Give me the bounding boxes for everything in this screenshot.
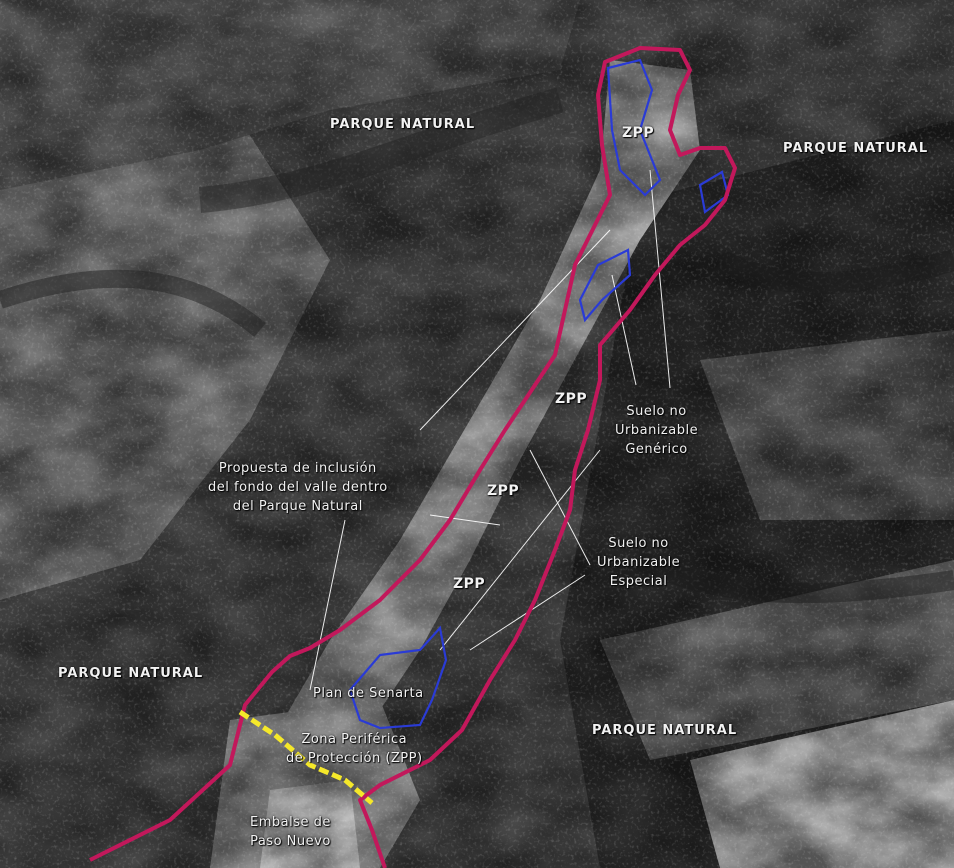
label-zpp-3: ZPP bbox=[487, 483, 520, 499]
zpp-boundaries bbox=[348, 58, 730, 730]
label-zpp-2: ZPP bbox=[555, 391, 588, 407]
label-suelo-especial-line-1: Suelo no bbox=[608, 536, 669, 551]
label-propuesta-line-3: del Parque Natural bbox=[232, 499, 363, 514]
label-suelo-generico: Suelo no Urbanizable Genérico bbox=[615, 402, 698, 459]
label-suelo-especial-line-3: Especial bbox=[609, 574, 668, 589]
label-embalse-line-2: Paso Nuevo bbox=[250, 834, 331, 849]
label-zona-periferica: Zona Periférica de Protección (ZPP) bbox=[286, 730, 423, 768]
label-suelo-especial: Suelo no Urbanizable Especial bbox=[597, 534, 680, 591]
label-propuesta-line-1: Propuesta de inclusión bbox=[218, 461, 377, 476]
label-suelo-especial-line-2: Urbanizable bbox=[597, 555, 681, 570]
label-parque-natural-right: PARQUE NATURAL bbox=[783, 141, 929, 156]
label-parque-natural-top: PARQUE NATURAL bbox=[330, 117, 476, 132]
label-suelo-generico-line-1: Suelo no bbox=[626, 404, 687, 419]
label-suelo-generico-line-2: Urbanizable bbox=[615, 423, 699, 438]
label-zona-periferica-line-2: de Protección (ZPP) bbox=[286, 751, 423, 766]
label-zona-periferica-line-1: Zona Periférica bbox=[301, 732, 408, 747]
dam-line bbox=[238, 709, 374, 805]
label-embalse: Embalse de Paso Nuevo bbox=[250, 813, 331, 851]
label-parque-natural-bottom: PARQUE NATURAL bbox=[592, 723, 738, 738]
label-plan-senarta: Plan de Senarta bbox=[313, 686, 424, 701]
park-boundary bbox=[89, 46, 737, 868]
label-propuesta: Propuesta de inclusión del fondo del val… bbox=[208, 459, 388, 516]
label-parque-natural-left: PARQUE NATURAL bbox=[58, 666, 204, 681]
label-embalse-line-1: Embalse de bbox=[250, 815, 331, 830]
label-zpp-4: ZPP bbox=[453, 576, 486, 592]
label-propuesta-line-2: del fondo del valle dentro bbox=[208, 480, 388, 495]
label-suelo-generico-line-3: Genérico bbox=[625, 442, 688, 457]
label-zpp-1: ZPP bbox=[622, 125, 655, 141]
